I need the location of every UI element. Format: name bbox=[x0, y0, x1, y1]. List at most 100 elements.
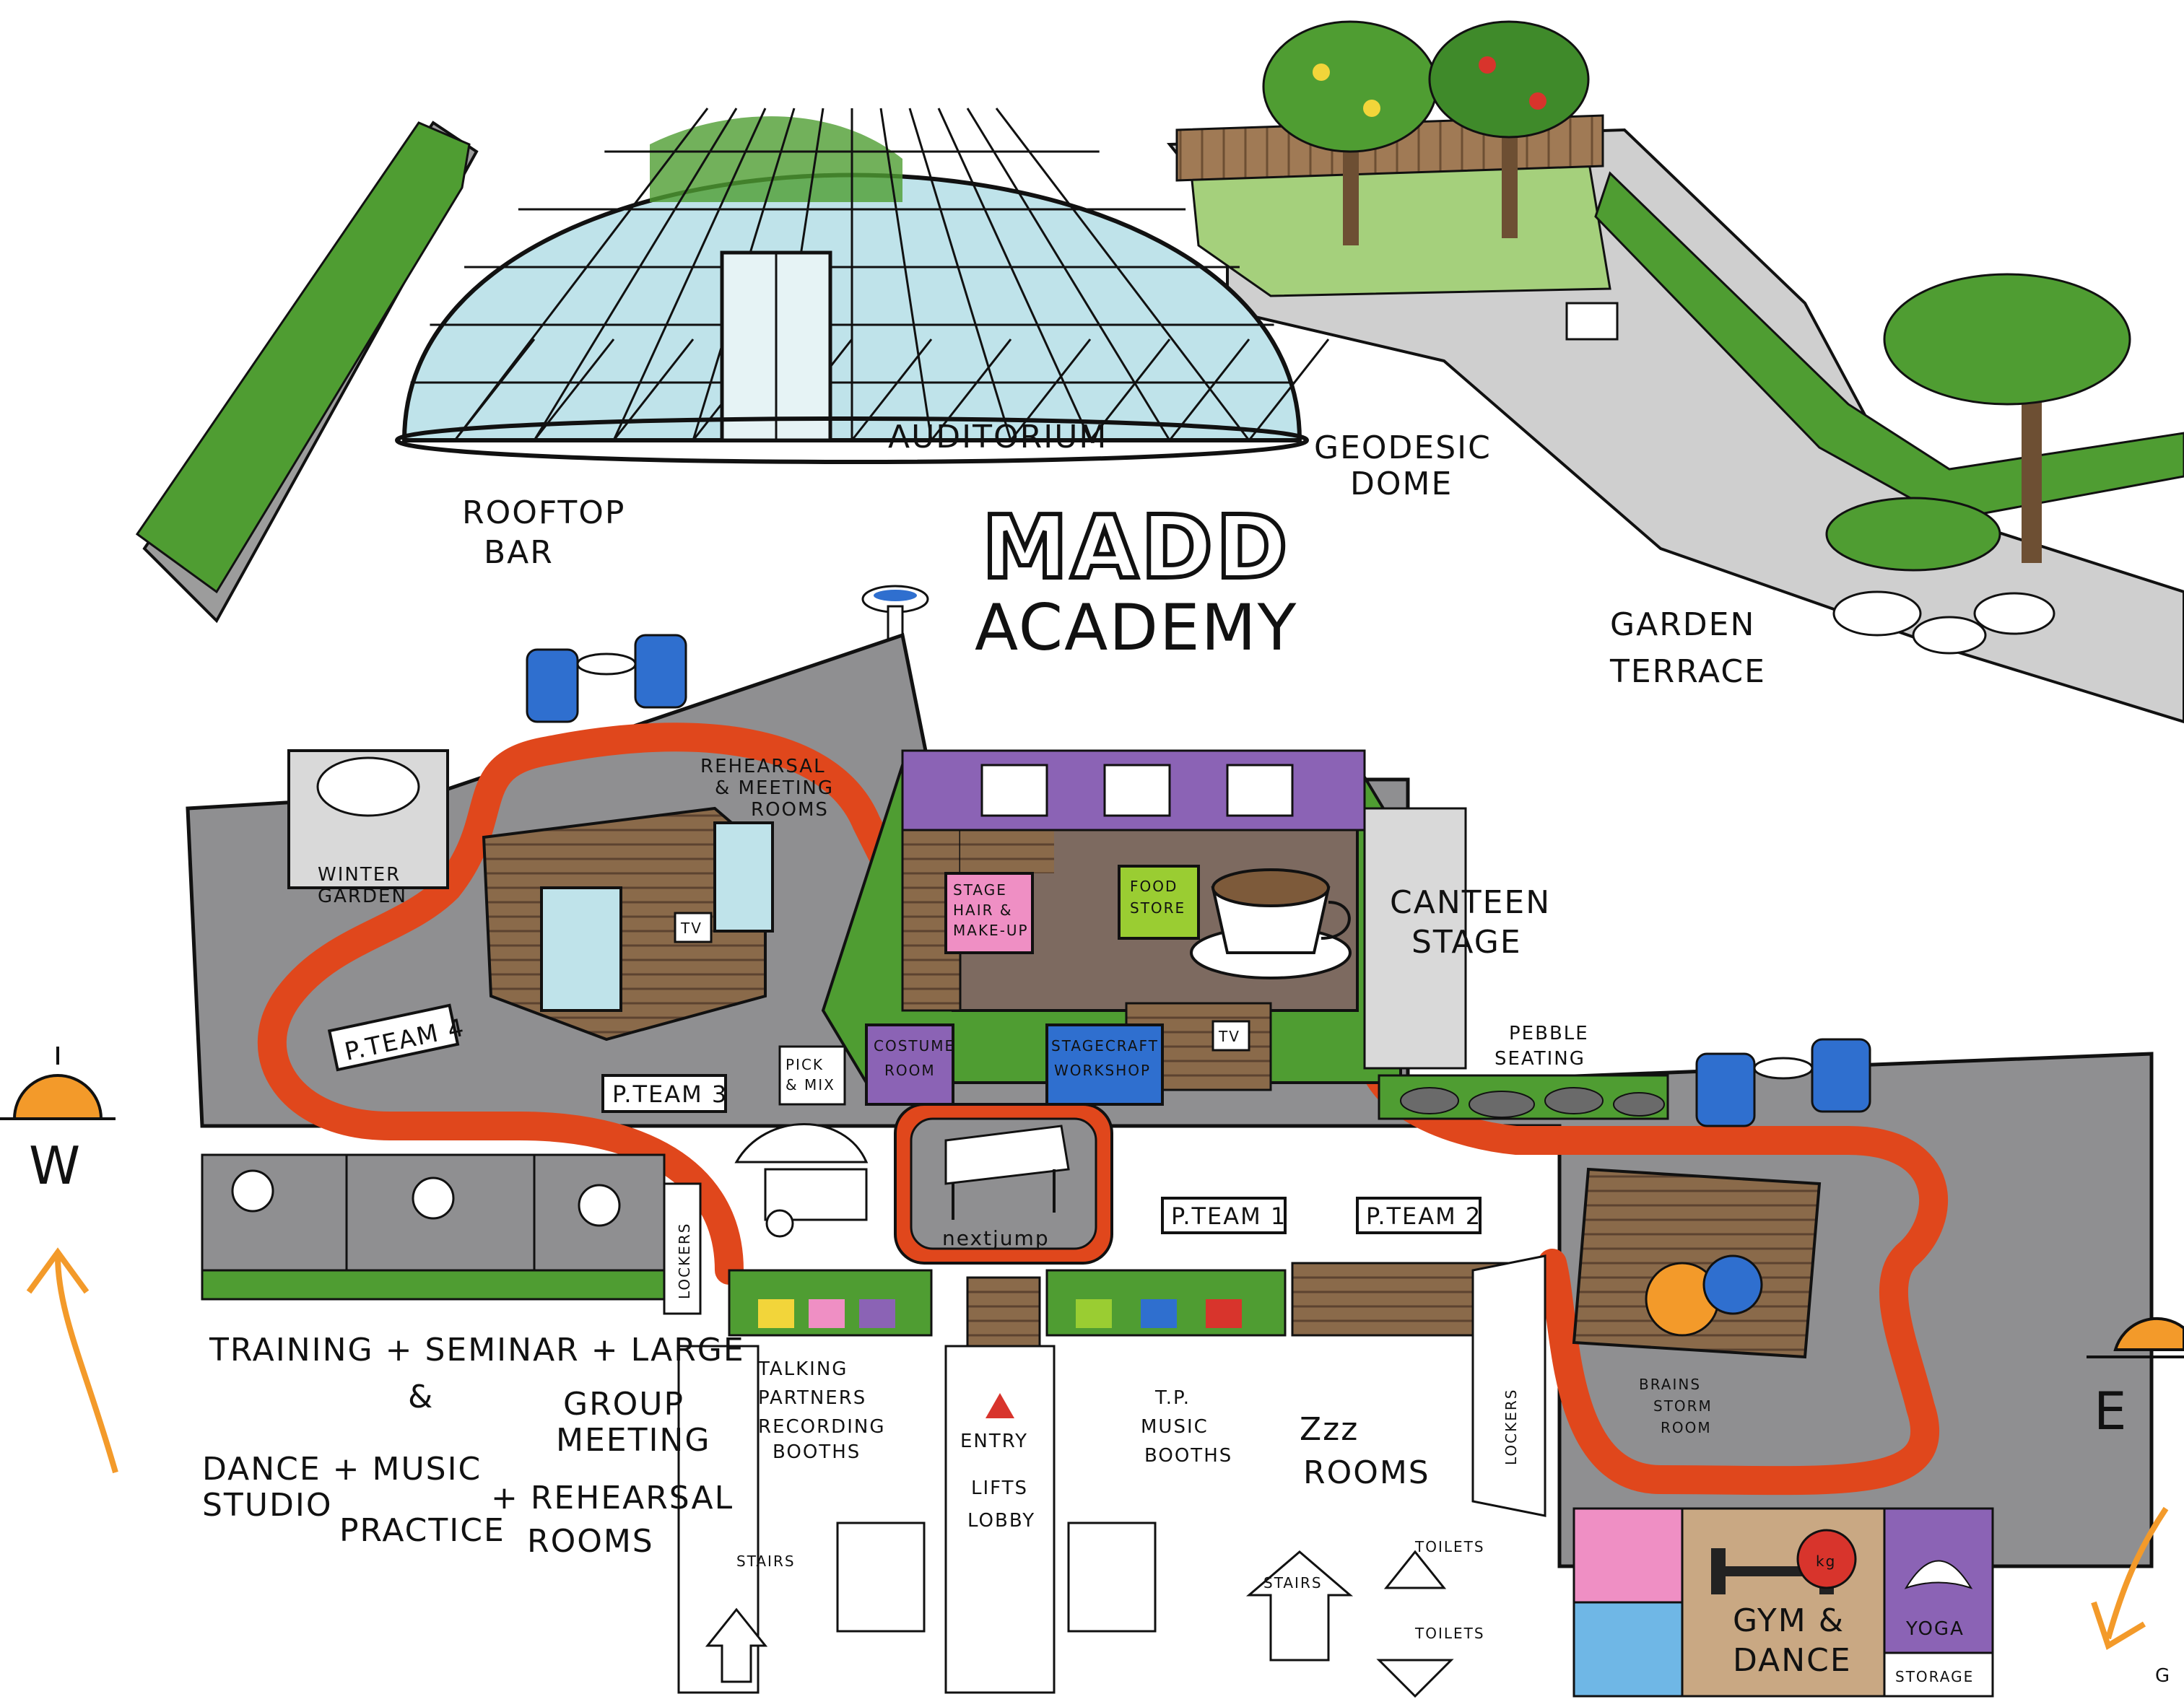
costume-room: COSTUME ROOM bbox=[865, 1023, 955, 1106]
lift-door-left[interactable] bbox=[836, 1522, 926, 1633]
stagecraft-workshop: STAGECRAFT WORKSHOP bbox=[1045, 1023, 1164, 1106]
zzz-label: Zzz bbox=[1300, 1411, 1359, 1448]
talking-line1: TALKING bbox=[757, 1358, 848, 1380]
entry-label: ENTRY bbox=[960, 1431, 1028, 1452]
title-academy: ACADEMY bbox=[975, 590, 1297, 665]
pick-mix-line1: PICK bbox=[786, 1056, 824, 1073]
rooms-label: ROOMS bbox=[1303, 1454, 1430, 1491]
up-arrow-icon bbox=[705, 1607, 768, 1683]
pick-mix-line2: & MIX bbox=[786, 1076, 835, 1093]
pebble-label: PEBBLE bbox=[1509, 1023, 1589, 1044]
stage-hair-room: STAGE HAIR & MAKE-UP bbox=[944, 872, 1034, 954]
toilets-top-label: TOILETS bbox=[1414, 1538, 1485, 1555]
rehearsal-line1: REHEARSAL bbox=[700, 756, 826, 777]
rehearsal-line2: & MEETING bbox=[715, 777, 834, 799]
training-meeting: MEETING bbox=[556, 1422, 710, 1459]
dome-label: DOME bbox=[1350, 466, 1453, 502]
pteam1-sign: P.TEAM 1 bbox=[1161, 1197, 1287, 1234]
rehearsal-line3: ROOMS bbox=[751, 799, 829, 821]
yoga-room: YOGA bbox=[1883, 1507, 1994, 1654]
stage-hair-line1: STAGE bbox=[953, 881, 1007, 899]
piano-stage: nextjump bbox=[894, 1103, 1113, 1265]
title-block: MADD ACADEMY bbox=[975, 496, 1297, 665]
food-store-line2: STORE bbox=[1130, 899, 1185, 917]
nextjump-label: nextjump bbox=[942, 1226, 1050, 1250]
pteam1-label: P.TEAM 1 bbox=[1171, 1202, 1287, 1230]
stagecraft-line2: WORKSHOP bbox=[1054, 1062, 1151, 1079]
lounge-chairs bbox=[526, 634, 687, 723]
canteen-label: CANTEEN bbox=[1390, 884, 1551, 921]
lobby-label: LOBBY bbox=[967, 1510, 1035, 1532]
changing-room-pink bbox=[1572, 1507, 1684, 1604]
training-group: GROUP bbox=[563, 1386, 684, 1423]
geodesic-label: GEODESIC bbox=[1314, 429, 1492, 466]
music-booths bbox=[1045, 1269, 1287, 1337]
tp-line3: BOOTHS bbox=[1144, 1445, 1232, 1467]
food-cart-icon bbox=[734, 1123, 869, 1238]
costume-line1: COSTUME bbox=[874, 1037, 955, 1055]
storage-label: STORAGE bbox=[1895, 1668, 1974, 1685]
title-madd: MADD bbox=[982, 498, 1291, 598]
right-lounge-chairs bbox=[1695, 1038, 1871, 1127]
food-store-line1: FOOD bbox=[1130, 878, 1178, 895]
edge-glyph: G bbox=[2155, 1665, 2171, 1687]
lockers-left-label: LOCKERS bbox=[676, 1223, 693, 1299]
auditorium-label: AUDITORIUM bbox=[888, 419, 1108, 455]
studio-row bbox=[201, 1153, 666, 1301]
talking-line3: RECORDING bbox=[758, 1416, 885, 1438]
roof-left-greenery bbox=[135, 121, 471, 594]
tv-left-label: TV bbox=[680, 920, 702, 937]
gym-line2: DANCE bbox=[1733, 1642, 1852, 1679]
kg-label: kg bbox=[1816, 1553, 1836, 1570]
brains-label: BRAINS bbox=[1639, 1376, 1701, 1393]
lower-level: ENTRY LIFTS LOBBY STAIRS Zzz ROOMS TOILE… bbox=[202, 1332, 1994, 1698]
talking-line2: PARTNERS bbox=[758, 1387, 866, 1409]
pteam2-sign: P.TEAM 2 bbox=[1356, 1197, 1482, 1234]
training-line1: TRAINING + SEMINAR + LARGE bbox=[209, 1332, 745, 1368]
lockers-right bbox=[1471, 1254, 1546, 1517]
room-label: ROOM bbox=[1661, 1419, 1712, 1436]
east-label: E bbox=[2094, 1381, 2128, 1441]
storm-label: STORM bbox=[1653, 1397, 1713, 1415]
stairs-left-label: STAIRS bbox=[736, 1553, 796, 1570]
lockers-left bbox=[663, 1182, 702, 1315]
tv-mid-label: TV bbox=[1218, 1028, 1240, 1045]
garden-label: GARDEN bbox=[1610, 606, 1755, 643]
main-floor: WINTER GARDEN TV REHEARSAL & MEETING ROO… bbox=[186, 632, 2154, 1568]
roof-level: AUDITORIUM GEODESIC DOME ROOFTOP BAR GAR… bbox=[135, 20, 2184, 724]
talking-partners-booths bbox=[728, 1269, 933, 1337]
tv-mid-screen bbox=[1211, 1020, 1250, 1052]
lift-door-right[interactable] bbox=[1067, 1522, 1157, 1633]
garden-lawn bbox=[1190, 157, 1611, 297]
tp-line1: T.P. bbox=[1154, 1387, 1191, 1409]
east-arrow-icon bbox=[2091, 1506, 2169, 1650]
garden-rocks bbox=[1832, 590, 2055, 655]
terrace-label: TERRACE bbox=[1609, 653, 1766, 690]
canteen-stage-area bbox=[1363, 807, 1467, 1070]
training-amp: & bbox=[408, 1379, 434, 1415]
winter-label: WINTER bbox=[318, 864, 401, 886]
east-sun-icon bbox=[2087, 1317, 2184, 1358]
lotus-icon bbox=[1904, 1560, 1973, 1589]
circulation-path bbox=[257, 722, 902, 1285]
pebble-seating bbox=[1378, 1074, 1669, 1120]
winter-garden-pod bbox=[316, 756, 420, 817]
pteam3-label: P.TEAM 3 bbox=[612, 1080, 728, 1108]
yoga-label: YOGA bbox=[1905, 1618, 1965, 1640]
talking-line4: BOOTHS bbox=[773, 1441, 861, 1463]
lockers-right-label: LOCKERS bbox=[1502, 1389, 1520, 1465]
costume-line2: ROOM bbox=[884, 1062, 936, 1079]
canteen-stage-label: STAGE bbox=[1411, 924, 1522, 961]
garden-sub-label: GARDEN bbox=[318, 886, 407, 907]
stage-hair-line3: MAKE-UP bbox=[953, 922, 1029, 939]
stage-hair-line2: HAIR & bbox=[953, 901, 1012, 919]
seating-label: SEATING bbox=[1495, 1048, 1585, 1070]
stagecraft-line1: STAGECRAFT bbox=[1051, 1037, 1159, 1055]
bar-label: BAR bbox=[484, 534, 554, 571]
gym-line1: GYM & bbox=[1733, 1602, 1845, 1639]
garden-trees bbox=[1262, 20, 2131, 572]
west-sun-icon bbox=[0, 1047, 116, 1120]
gym-dance-room: kg GYM & DANCE bbox=[1681, 1507, 1886, 1698]
dance-line1: DANCE + MUSIC bbox=[202, 1451, 482, 1488]
